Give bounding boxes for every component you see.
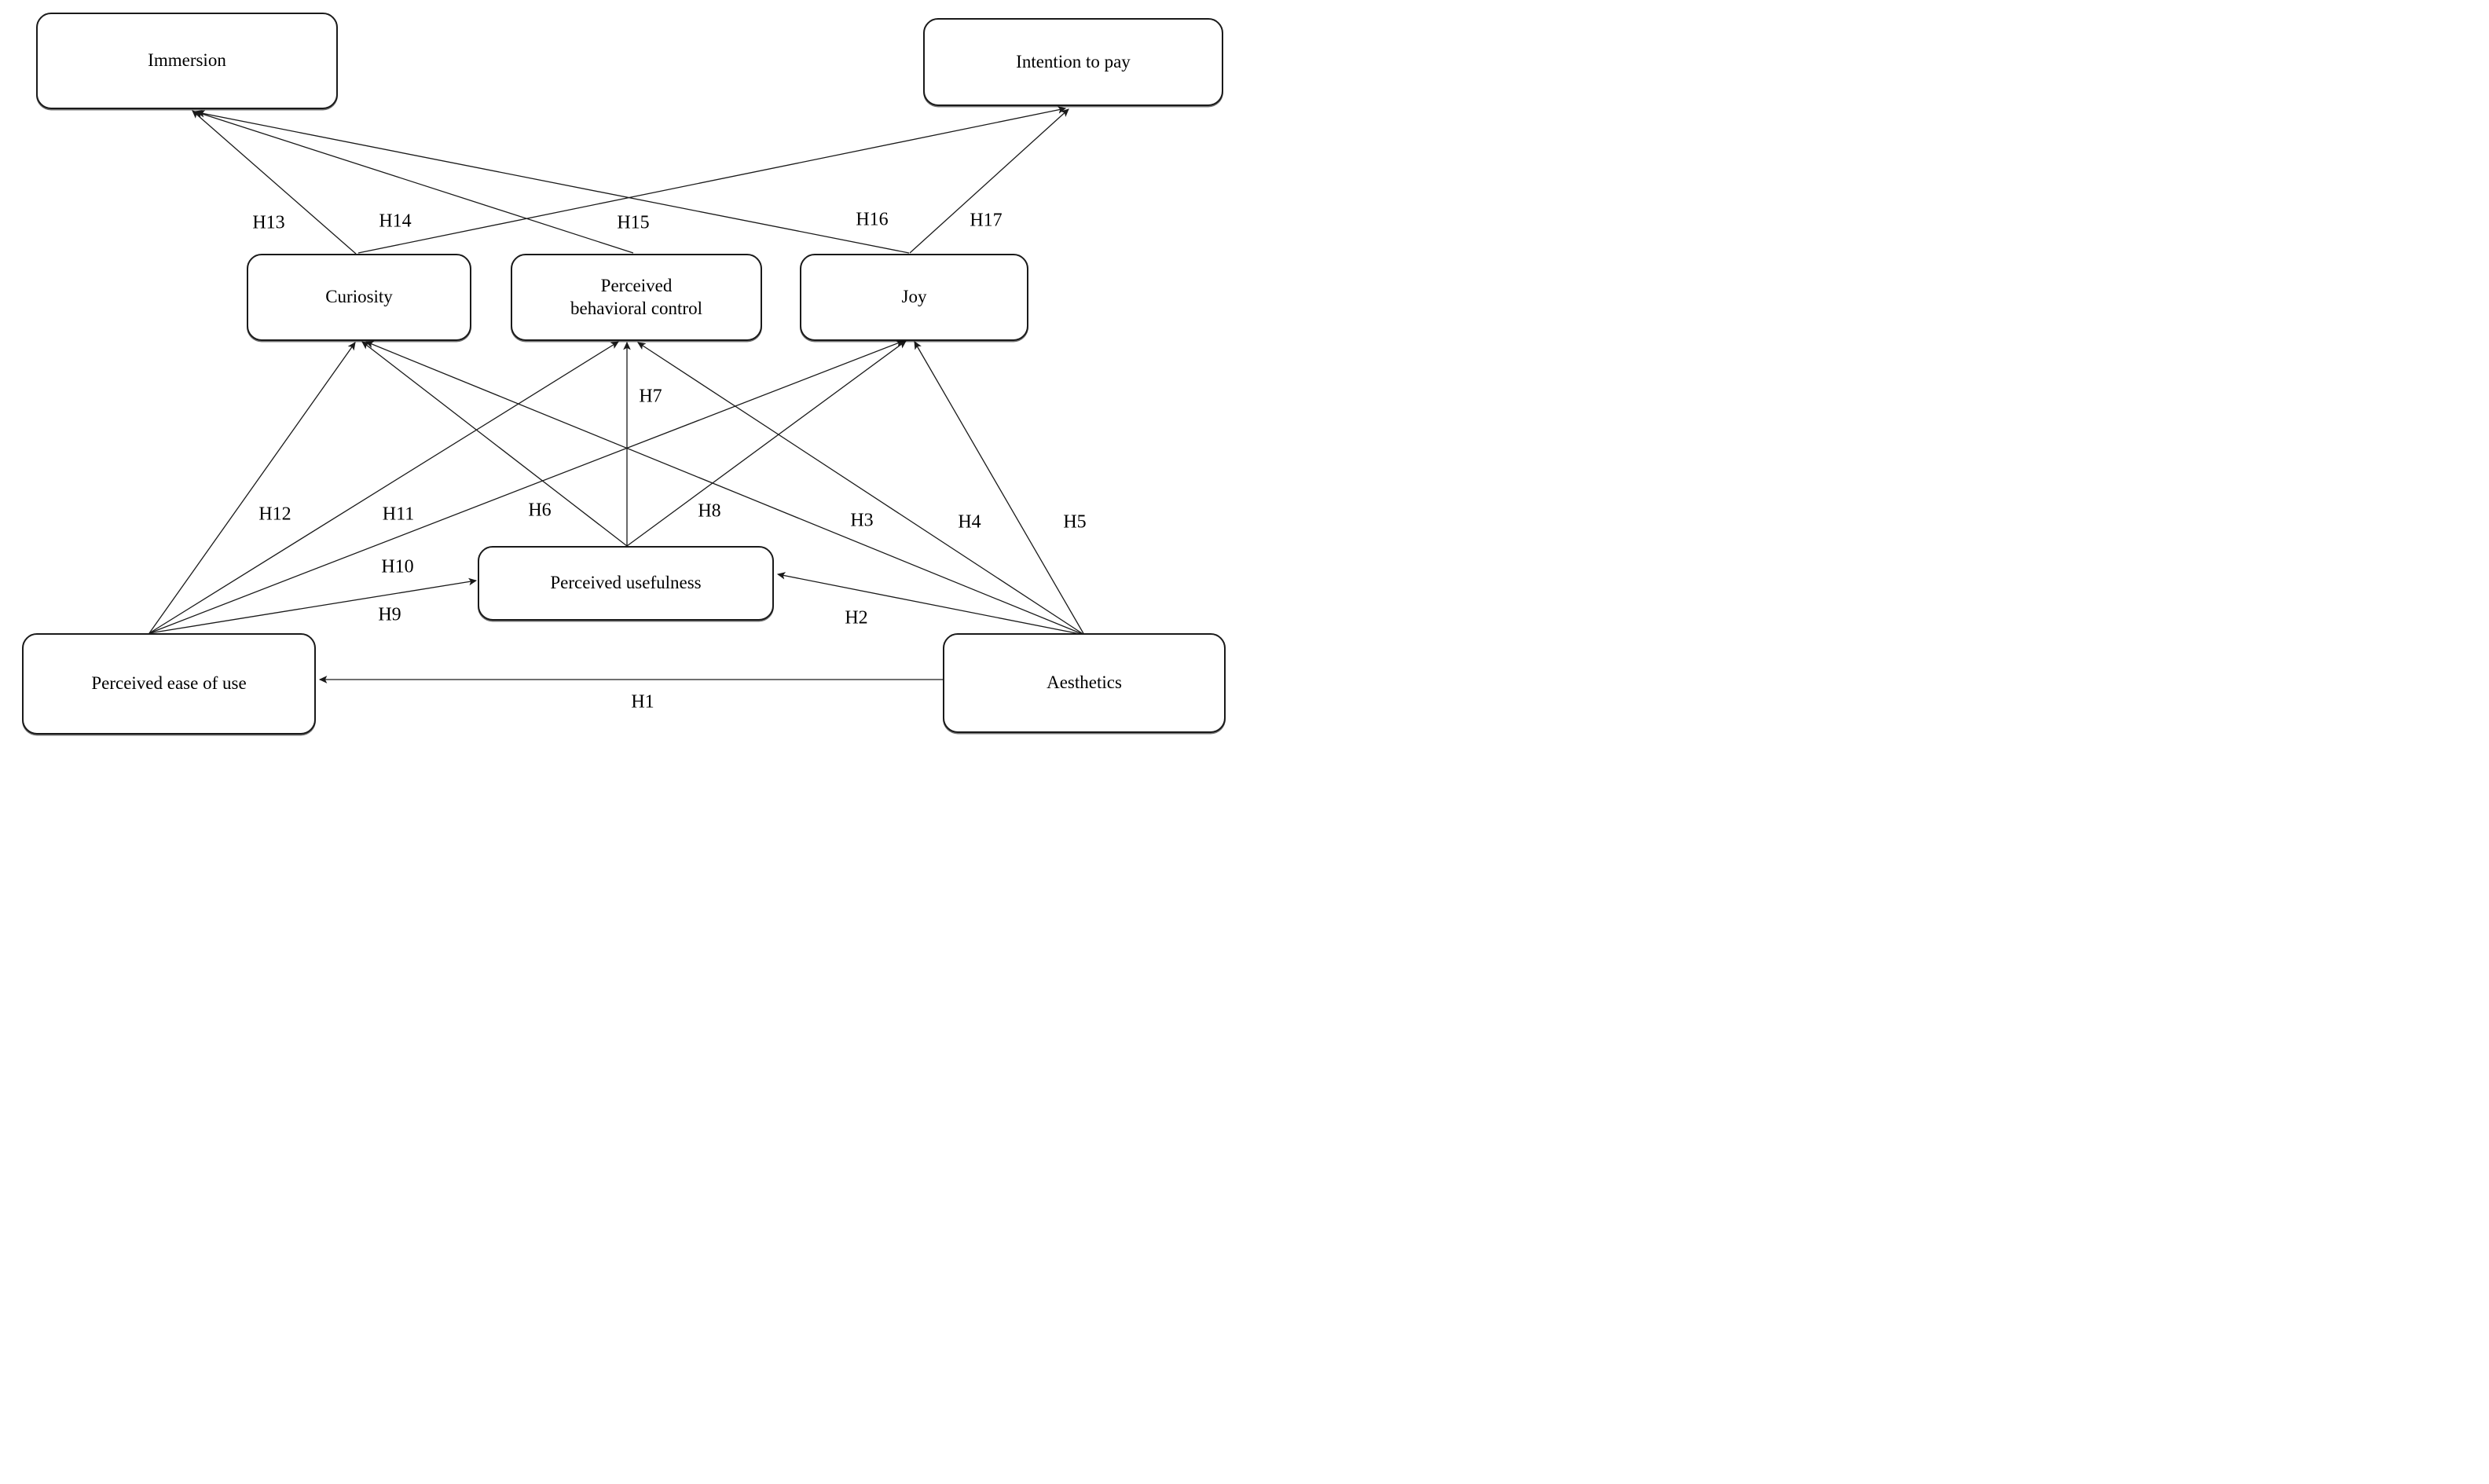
edge-label-h10: H10	[379, 557, 416, 577]
node-label-aesthetics: Aesthetics	[1047, 672, 1122, 693]
edge-label-h15: H15	[614, 213, 652, 233]
edge-label-h7: H7	[636, 387, 665, 407]
edge-h14-arrow	[357, 106, 1067, 254]
edge-label-h2: H2	[842, 608, 871, 628]
edge-label-h3: H3	[848, 511, 876, 531]
node-curiosity: Curiosity	[247, 254, 471, 341]
edge-h4-arrow	[637, 342, 1085, 636]
edge-label-h6: H6	[526, 500, 554, 521]
edge-h5-arrow	[914, 341, 1085, 636]
node-label-peou: Perceived ease of use	[91, 673, 247, 694]
node-label-pu: Perceived usefulness	[550, 573, 702, 593]
edge-label-h12: H12	[256, 504, 294, 525]
node-aesthetics: Aesthetics	[943, 633, 1226, 733]
edge-h6-arrow	[361, 341, 628, 547]
edge-h17-arrow	[909, 108, 1069, 254]
edges-layer	[148, 106, 1085, 683]
edge-h2-arrow	[776, 572, 1085, 636]
edge-label-h16: H16	[853, 210, 891, 230]
edge-label-h8: H8	[695, 501, 724, 522]
node-label-joy: Joy	[901, 287, 927, 307]
node-label-pbc: Perceived behavioral control	[570, 275, 702, 318]
node-immersion: Immersion	[36, 13, 338, 109]
edge-h13-arrow	[192, 110, 357, 255]
edge-h10-arrow	[148, 339, 905, 634]
edge-label-h11: H11	[379, 504, 417, 525]
node-label-intention: Intention to pay	[1016, 51, 1131, 71]
node-peou: Perceived ease of use	[22, 633, 316, 735]
node-pbc: Perceived behavioral control	[511, 254, 762, 341]
edge-h8-arrow	[626, 340, 907, 547]
edge-h3-arrow	[365, 341, 1085, 636]
edge-label-h13: H13	[250, 213, 288, 233]
node-label-immersion: Immersion	[148, 50, 226, 71]
node-pu: Perceived usefulness	[478, 546, 774, 621]
edge-label-h17: H17	[967, 211, 1005, 231]
node-intention: Intention to pay	[923, 18, 1223, 106]
edge-h16-arrow	[196, 110, 910, 254]
edge-label-h14: H14	[376, 211, 414, 232]
edge-h12-arrow	[148, 342, 356, 634]
edge-label-h1: H1	[629, 692, 657, 713]
edge-label-h5: H5	[1061, 512, 1089, 533]
edge-h11-arrow	[148, 341, 619, 634]
node-joy: Joy	[800, 254, 1028, 341]
node-label-curiosity: Curiosity	[325, 287, 393, 307]
edge-label-h9: H9	[376, 605, 404, 625]
edge-h9-arrow	[148, 577, 478, 634]
edge-h15-arrow	[193, 110, 634, 254]
edge-label-h4: H4	[955, 512, 984, 533]
